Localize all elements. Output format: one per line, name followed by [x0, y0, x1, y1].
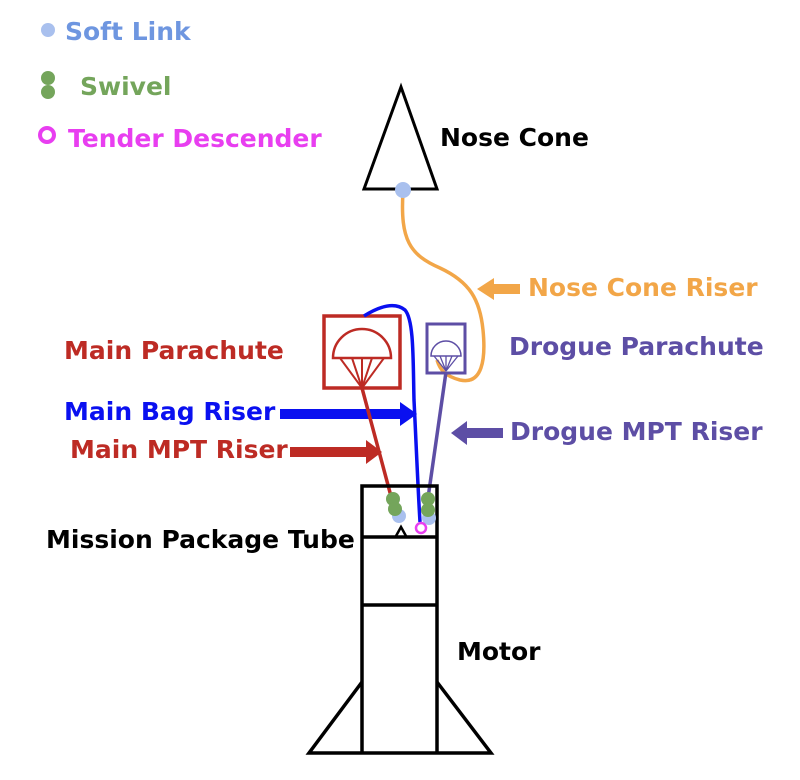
drogue-mpt-riser-arrow: [451, 421, 503, 445]
nose-cone-shape: [361, 82, 440, 191]
label-main-parachute: Main Parachute: [64, 336, 284, 365]
drogue-mpt-riser-line: [426, 371, 448, 499]
main-mpt-riser-line: [360, 387, 394, 501]
label-nose-cone-riser: Nose Cone Riser: [528, 273, 758, 302]
label-nose-cone: Nose Cone: [440, 123, 589, 152]
legend-swivel: Swivel: [80, 72, 172, 101]
drogue-parachute-icon: [425, 322, 467, 375]
main-parachute-icon: [322, 314, 402, 390]
label-motor: Motor: [457, 637, 541, 666]
label-main-mpt-riser: Main MPT Riser: [70, 435, 288, 464]
nose-cone-soft-link: [395, 182, 411, 198]
motor-shape: [305, 537, 495, 755]
label-main-bag-riser: Main Bag Riser: [64, 397, 276, 426]
mission-package-tube-shape: [360, 484, 439, 539]
legend: Soft Link Swivel Tender Descender: [38, 17, 322, 153]
main-bag-riser-line: [363, 304, 422, 523]
soft-link-legend-icon: [41, 23, 55, 37]
main-mpt-riser-arrow: [290, 440, 382, 464]
nose-cone-riser-line: [400, 191, 486, 383]
legend-soft-link: Soft Link: [65, 17, 192, 46]
nose-cone-riser-arrow: [477, 278, 520, 300]
main-swivel-assembly: [386, 492, 406, 523]
tender-descender-marker: [414, 521, 428, 535]
legend-tender-descender: Tender Descender: [68, 124, 322, 153]
main-bag-riser-arrow: [280, 402, 417, 426]
swivel-legend-icon: [41, 71, 55, 99]
label-drogue-parachute: Drogue Parachute: [509, 332, 764, 361]
label-mission-package-tube: Mission Package Tube: [46, 525, 355, 554]
label-drogue-mpt-riser: Drogue MPT Riser: [510, 417, 763, 446]
tender-descender-legend-icon: [38, 126, 56, 144]
drogue-swivel-assembly: [421, 492, 436, 525]
